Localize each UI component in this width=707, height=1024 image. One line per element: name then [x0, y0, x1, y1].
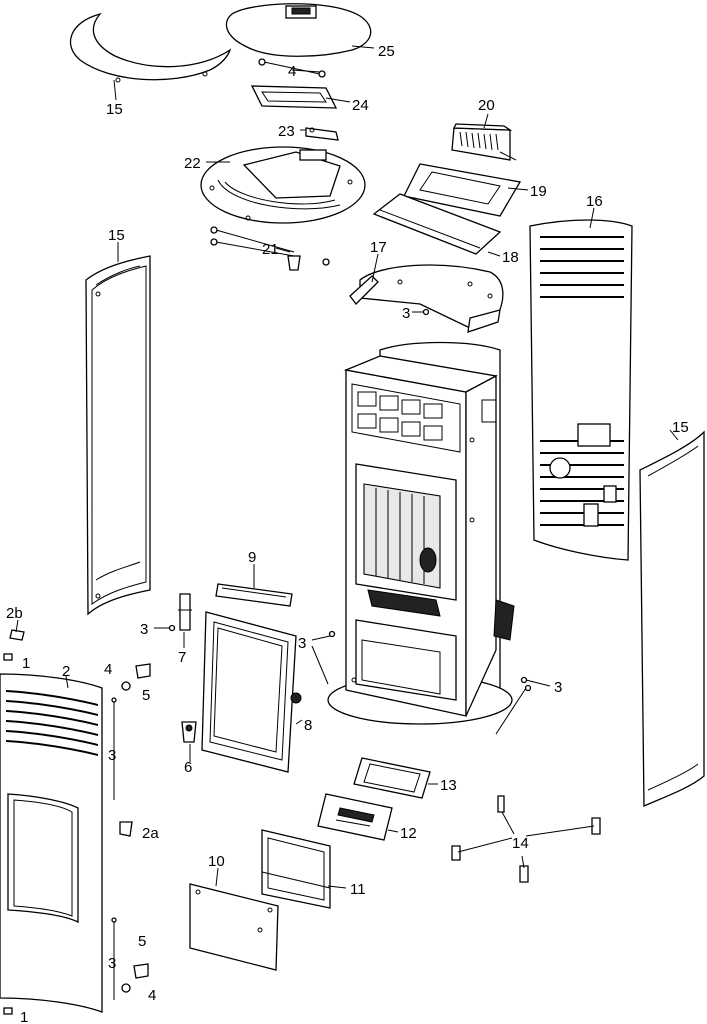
callout-1-top: 1	[22, 655, 30, 672]
callout-labels: 25 15 4 24 20 23 22 19 16 15 21 17 18 3 …	[6, 43, 689, 1024]
grate-12	[317, 793, 393, 841]
latch-2a	[119, 821, 133, 837]
callout-5-upper: 5	[142, 687, 150, 704]
leader-lines	[15, 45, 679, 889]
callout-12: 12	[400, 825, 417, 842]
lower-plate-10	[189, 883, 279, 971]
clip-5-lower	[133, 963, 149, 979]
callout-22: 22	[184, 155, 201, 172]
callout-16: 16	[586, 193, 603, 210]
callout-3-rod-lower: 3	[108, 955, 116, 972]
washer-4-lower	[121, 983, 131, 993]
callout-4-top: 4	[288, 63, 296, 80]
callout-3-upper: 3	[402, 305, 410, 322]
callout-8: 8	[304, 717, 312, 734]
callout-5-lower: 5	[138, 933, 146, 950]
callout-13: 13	[440, 777, 457, 794]
feet-14	[451, 795, 601, 883]
rod-3-lower	[111, 917, 117, 1000]
upper-tray	[403, 163, 522, 217]
screw-1-bottom	[3, 1007, 13, 1015]
callout-1-bottom: 1	[20, 1009, 28, 1024]
door-hinge	[178, 593, 192, 631]
callout-3-hinge: 3	[140, 621, 148, 638]
top-screws	[258, 58, 326, 78]
callout-24: 24	[352, 97, 369, 114]
rear-vented-panel	[529, 219, 633, 561]
top-door-bracket	[215, 583, 293, 607]
callout-15-left: 15	[108, 227, 125, 244]
small-bracket	[305, 127, 339, 141]
top-plate	[200, 146, 366, 224]
callout-14: 14	[512, 835, 529, 852]
callout-18: 18	[502, 249, 519, 266]
callout-2b: 2b	[6, 605, 23, 622]
callout-21: 21	[262, 241, 279, 258]
callout-3-door: 3	[298, 635, 306, 652]
callout-3-rod-upper: 3	[108, 747, 116, 764]
stove-body	[327, 341, 515, 725]
front-panel	[0, 673, 103, 1013]
left-side-panel	[85, 255, 151, 616]
washer-4-upper	[121, 681, 131, 691]
screws-3-right	[495, 676, 551, 735]
screws-3-door	[311, 630, 336, 685]
screw-1-top	[3, 653, 13, 661]
callout-25: 25	[378, 43, 395, 60]
top-lid	[225, 3, 372, 57]
glass-door	[201, 611, 302, 773]
callout-15-right: 15	[672, 419, 689, 436]
callout-11: 11	[350, 881, 366, 898]
fan-housing	[451, 123, 517, 161]
latch-2b	[9, 629, 25, 641]
top-crescent-trim	[69, 12, 232, 83]
callout-15-top: 15	[106, 101, 123, 118]
callout-20: 20	[478, 97, 495, 114]
callout-10: 10	[208, 853, 225, 870]
callout-9: 9	[248, 549, 256, 566]
screw-3-upper	[412, 308, 430, 316]
frame-13	[353, 757, 431, 799]
lower-panel-11	[261, 829, 331, 909]
upper-frame-plate	[349, 264, 504, 333]
gasket-frame	[250, 85, 338, 109]
screws-21	[210, 226, 330, 271]
callout-4-mid: 4	[104, 661, 112, 678]
rod-3-upper	[111, 697, 117, 800]
callout-3-right: 3	[554, 679, 562, 696]
callout-2: 2	[62, 663, 70, 680]
callout-2a: 2a	[142, 825, 159, 842]
clip-5-upper	[135, 663, 151, 679]
callout-4-bottom: 4	[148, 987, 156, 1004]
callout-17: 17	[370, 239, 387, 256]
callout-19: 19	[530, 183, 547, 200]
door-handle	[181, 721, 197, 743]
callout-7: 7	[178, 649, 186, 666]
callout-6: 6	[184, 759, 192, 776]
right-side-panel	[639, 430, 705, 807]
deflector-plate	[372, 193, 502, 255]
callout-23: 23	[278, 123, 295, 140]
screw-3-hinge	[154, 624, 176, 632]
